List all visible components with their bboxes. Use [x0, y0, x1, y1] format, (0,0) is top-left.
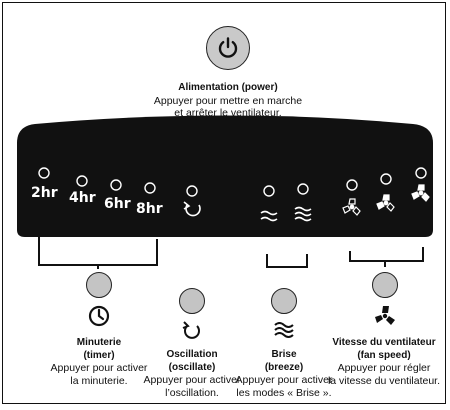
indicator-light-breeze-1 — [263, 185, 275, 197]
breeze-desc-line2: les modes « Brise ». — [236, 386, 332, 399]
breeze-subtitle: (breeze) — [264, 361, 304, 373]
oscillate-subtitle: (oscillate) — [168, 361, 216, 373]
oscillate-caption: Oscillation (oscillate) Appuyer pour act… — [125, 349, 259, 399]
timer-subtitle: (timer) — [83, 349, 115, 361]
power-icon — [218, 37, 238, 58]
power-button[interactable] — [206, 26, 250, 70]
breeze-panel-icon-1 — [260, 210, 278, 222]
fan-speed-button[interactable] — [372, 272, 398, 298]
fan-speed-bracket — [349, 247, 424, 262]
fan-medium-icon — [376, 194, 395, 212]
power-desc-line1: Appuyer pour mettre en marche — [153, 94, 303, 107]
indicator-light-fan-low — [346, 179, 358, 191]
indicator-light-breeze-2 — [297, 183, 309, 195]
oscillate-panel-icon — [183, 201, 201, 217]
indicator-light-2hr — [38, 167, 50, 179]
breeze-icon — [272, 318, 296, 342]
fan-speed-caption: Vitesse du ventilateur (fan speed) Appuy… — [321, 337, 447, 387]
oscillate-desc-line2: l’oscillation. — [165, 386, 219, 399]
timer-desc-line2: la minuterie. — [70, 374, 128, 387]
timer-label-4hr: 4hr — [69, 190, 96, 206]
timer-button[interactable] — [86, 272, 112, 298]
fan-speed-title: Vitesse du ventilateur — [332, 337, 436, 348]
timer-bracket — [38, 234, 158, 266]
control-panel-diagram: Alimentation (power) Appuyer pour mettre… — [2, 2, 446, 404]
fan-speed-desc-line1: Appuyer pour régler — [337, 362, 431, 374]
oscillate-desc-line1: Appuyer pour activer — [143, 374, 241, 386]
clock-icon — [87, 304, 111, 328]
indicator-light-fan-high — [415, 167, 427, 179]
timer-label-8hr: 8hr — [136, 201, 163, 217]
timer-caption: Minuterie (timer) Appuyer pour activer l… — [29, 337, 169, 387]
fan-high-icon — [411, 184, 430, 202]
timer-desc-line1: Appuyer pour activer — [50, 362, 148, 374]
oscillate-title: Oscillation — [166, 349, 218, 360]
control-panel — [17, 115, 433, 269]
oscillate-button[interactable] — [179, 288, 205, 314]
panel-shape — [17, 115, 433, 237]
breeze-bracket — [266, 254, 308, 268]
oscillate-icon — [180, 318, 204, 342]
indicator-light-6hr — [110, 179, 122, 191]
breeze-caption: Brise (breeze) Appuyer pour activer les … — [217, 349, 351, 399]
fan-speed-desc-line2: la vitesse du ventilateur. — [327, 374, 441, 387]
fan-icon — [373, 304, 397, 328]
indicator-light-fan-medium — [380, 173, 392, 185]
breeze-panel-icon-2 — [294, 206, 312, 222]
timer-title: Minuterie — [76, 337, 122, 348]
indicator-light-oscillate — [186, 185, 198, 197]
breeze-title: Brise — [271, 349, 297, 360]
power-title: Alimentation (power) — [178, 82, 278, 93]
indicator-light-8hr — [144, 182, 156, 194]
indicator-light-4hr — [76, 175, 88, 187]
breeze-desc-line1: Appuyer pour activer — [235, 374, 333, 386]
fan-speed-subtitle: (fan speed) — [357, 349, 411, 361]
fan-low-icon — [342, 198, 361, 216]
timer-label-6hr: 6hr — [104, 196, 131, 212]
breeze-button[interactable] — [271, 288, 297, 314]
timer-label-2hr: 2hr — [31, 185, 58, 201]
